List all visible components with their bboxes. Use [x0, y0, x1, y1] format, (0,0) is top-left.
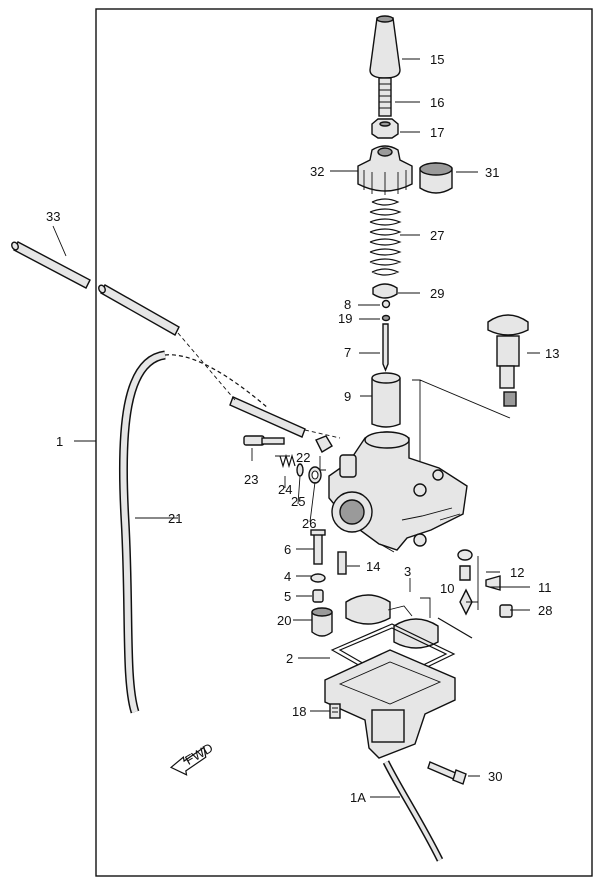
- o-ring-22-part: [308, 466, 322, 484]
- main-jet-5-part: [312, 589, 324, 603]
- label-28: 28: [538, 603, 552, 618]
- label-1a: 1A: [350, 790, 366, 805]
- label-16: 16: [430, 95, 444, 110]
- label-31: 31: [485, 165, 499, 180]
- lock-nut-part: [371, 118, 399, 139]
- label-9: 9: [344, 389, 351, 404]
- vent-tube-lower-part: [229, 396, 306, 438]
- label-12: 12: [510, 565, 524, 580]
- label-25: 25: [291, 494, 305, 509]
- label-4: 4: [284, 569, 291, 584]
- label-20: 20: [277, 613, 291, 628]
- dash-leader-tube: [177, 332, 341, 439]
- pilot-jet-14-part: [337, 551, 347, 575]
- label-1: 1: [56, 434, 63, 449]
- clip-11-part: [485, 575, 501, 591]
- idle-screw-26-part: [315, 435, 333, 471]
- throttle-spring-part: [369, 198, 402, 276]
- drain-plug-28-part: [499, 604, 513, 618]
- label-3: 3: [404, 564, 411, 579]
- label-7: 7: [344, 345, 351, 360]
- label-14: 14: [366, 559, 380, 574]
- forward-direction-arrow-icon: FWD: [169, 740, 216, 776]
- mixing-chamber-top-part: [357, 145, 413, 195]
- label-26: 26: [302, 516, 316, 531]
- label-5: 5: [284, 589, 291, 604]
- fwd-badge-text: FWD: [182, 740, 215, 768]
- air-screw-spring-part: [279, 453, 296, 469]
- needle-jet-6-part: [310, 529, 326, 565]
- label-33: 33: [46, 209, 60, 224]
- leader-lines: [52, 58, 540, 798]
- rubber-cap-part: [419, 162, 453, 194]
- label-22: 22: [296, 450, 310, 465]
- spring-seat-part: [372, 283, 398, 299]
- starter-plunger-part: [487, 314, 529, 407]
- carburetor-body-part: [328, 431, 468, 553]
- label-10: 10: [440, 581, 454, 596]
- float-valve-part: [457, 549, 473, 616]
- label-19: 19: [338, 311, 352, 326]
- label-8: 8: [344, 297, 351, 312]
- pin-10-part: [437, 617, 473, 639]
- label-17: 17: [430, 125, 444, 140]
- label-2: 2: [286, 651, 293, 666]
- pilot-air-screw-part: [243, 435, 285, 446]
- label-21: 21: [168, 511, 182, 526]
- jet-needle-part: [382, 323, 389, 372]
- needle-clip-part: [381, 299, 391, 322]
- label-18: 18: [292, 704, 306, 719]
- screw-18-part: [329, 703, 341, 719]
- adjuster-screw-part: [378, 77, 392, 117]
- vent-tube-upper-part: [98, 284, 180, 336]
- label-11: 11: [538, 580, 552, 595]
- washer-25-part: [296, 463, 304, 477]
- label-23: 23: [244, 472, 258, 487]
- vent-tube-33-part: [11, 241, 91, 289]
- label-27: 27: [430, 228, 444, 243]
- throttle-valve-part: [371, 372, 401, 428]
- float-chamber-part: [324, 649, 456, 759]
- label-15: 15: [430, 52, 444, 67]
- label-29: 29: [430, 286, 444, 301]
- label-24: 24: [278, 482, 292, 497]
- label-30: 30: [488, 769, 502, 784]
- drain-hose-1a-part: [382, 760, 444, 862]
- label-32: 32: [310, 164, 324, 179]
- leader-12-bracket: [466, 556, 479, 610]
- overflow-hose-21-part: [118, 350, 269, 714]
- baffle-20-part: [311, 607, 333, 637]
- throttle-cable-cap-part: [369, 15, 401, 79]
- diagram-frame: [95, 8, 593, 877]
- washer-4-part: [310, 573, 326, 583]
- label-13: 13: [545, 346, 559, 361]
- drain-screw-30-part: [427, 761, 467, 785]
- label-6: 6: [284, 542, 291, 557]
